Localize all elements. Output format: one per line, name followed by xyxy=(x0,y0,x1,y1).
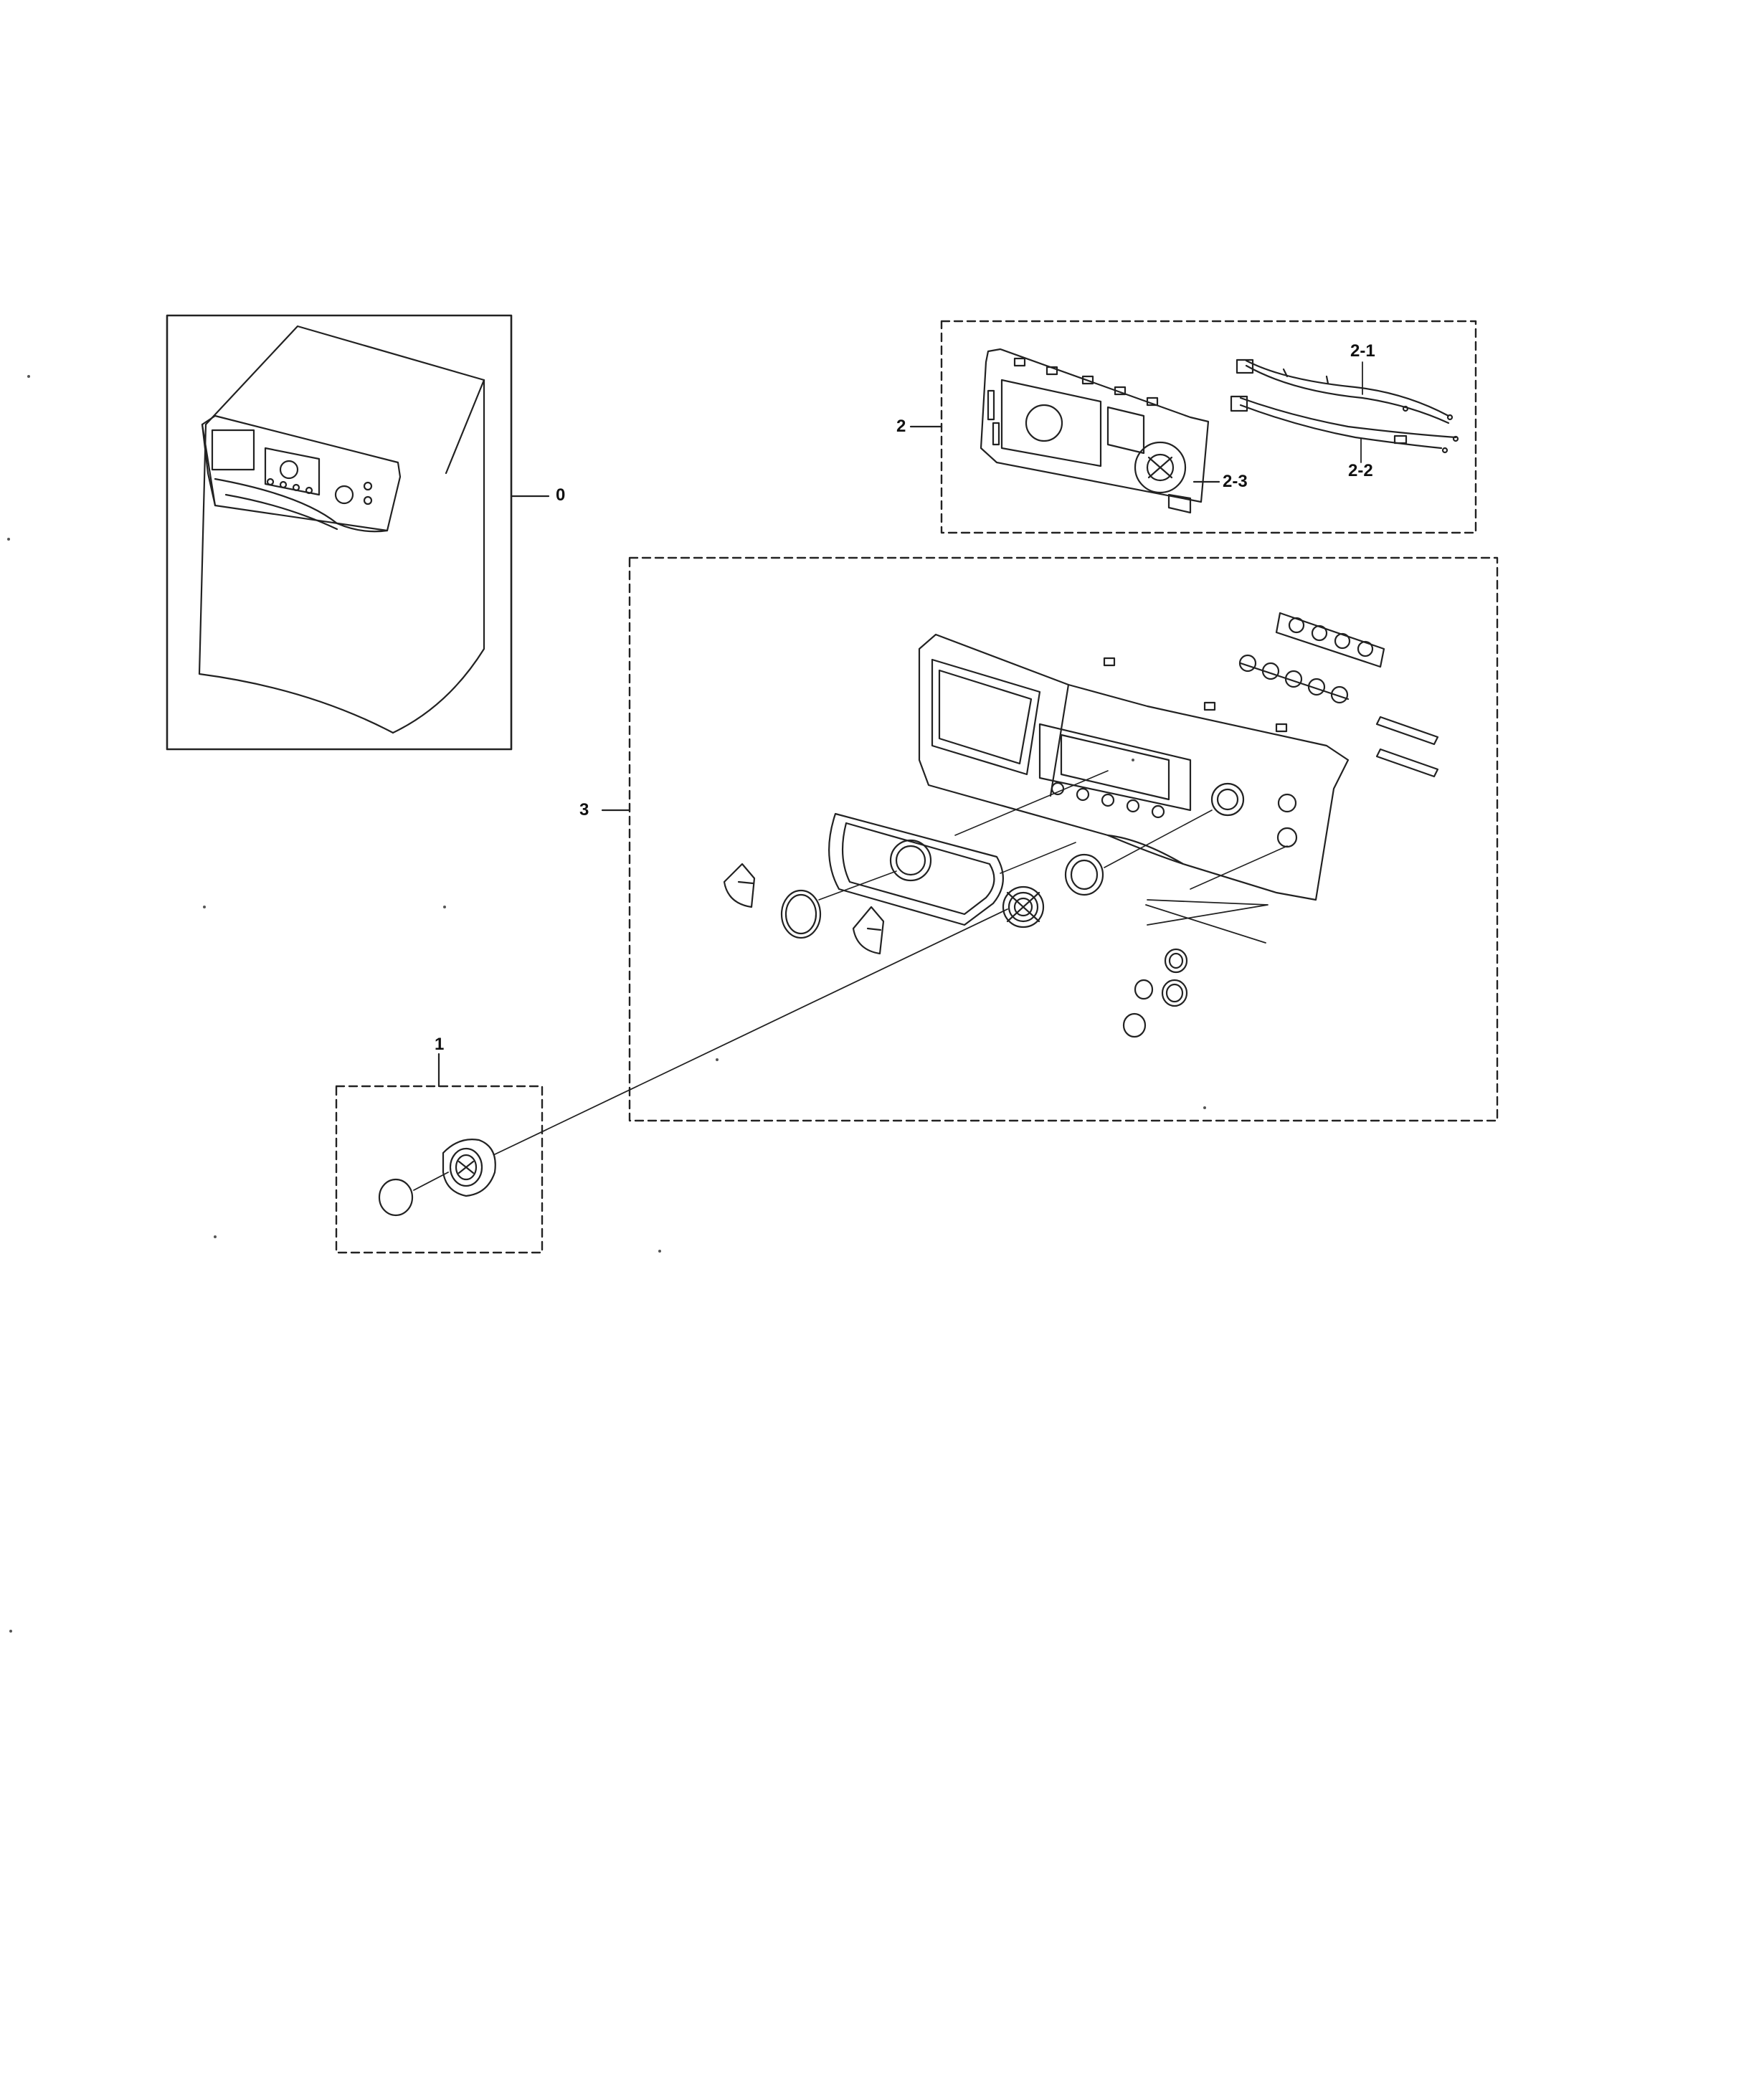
wire-harness-2-1 xyxy=(1236,358,1454,424)
wire-harness-2-2 xyxy=(1230,395,1459,463)
callout-2-1: 2-1 xyxy=(1350,341,1375,361)
callout-0: 0 xyxy=(556,485,566,505)
dryer-cabinet-illustration xyxy=(198,325,485,734)
speaker-grille-illustration xyxy=(1002,885,1045,928)
callout-2: 2 xyxy=(896,417,906,436)
group-3-box xyxy=(601,556,1499,1122)
group-1-box xyxy=(335,1053,544,1254)
display-window-illustration xyxy=(828,812,1004,926)
pcb-board-illustration xyxy=(980,348,1210,514)
light-pipes-illustration xyxy=(1375,716,1439,778)
power-knob-parts-illustration xyxy=(1122,899,1269,1038)
callout-3: 3 xyxy=(579,800,589,820)
group-2-box xyxy=(909,320,1477,534)
callout-1: 1 xyxy=(435,1035,445,1054)
scan-specks xyxy=(7,375,1206,1633)
half-discs-illustration xyxy=(723,863,885,955)
control-panel-illustration xyxy=(918,633,1350,901)
callout-2-3: 2-3 xyxy=(1223,472,1248,491)
group-0-box xyxy=(166,314,550,751)
display-ring-illustration xyxy=(780,889,822,939)
assembly-guide-lines xyxy=(818,770,1288,901)
knob-assembly-illustration xyxy=(378,908,1008,1217)
dial-knob-illustration xyxy=(1064,853,1104,896)
button-strip-illustration xyxy=(1238,612,1385,704)
callout-2-2: 2-2 xyxy=(1348,461,1373,480)
